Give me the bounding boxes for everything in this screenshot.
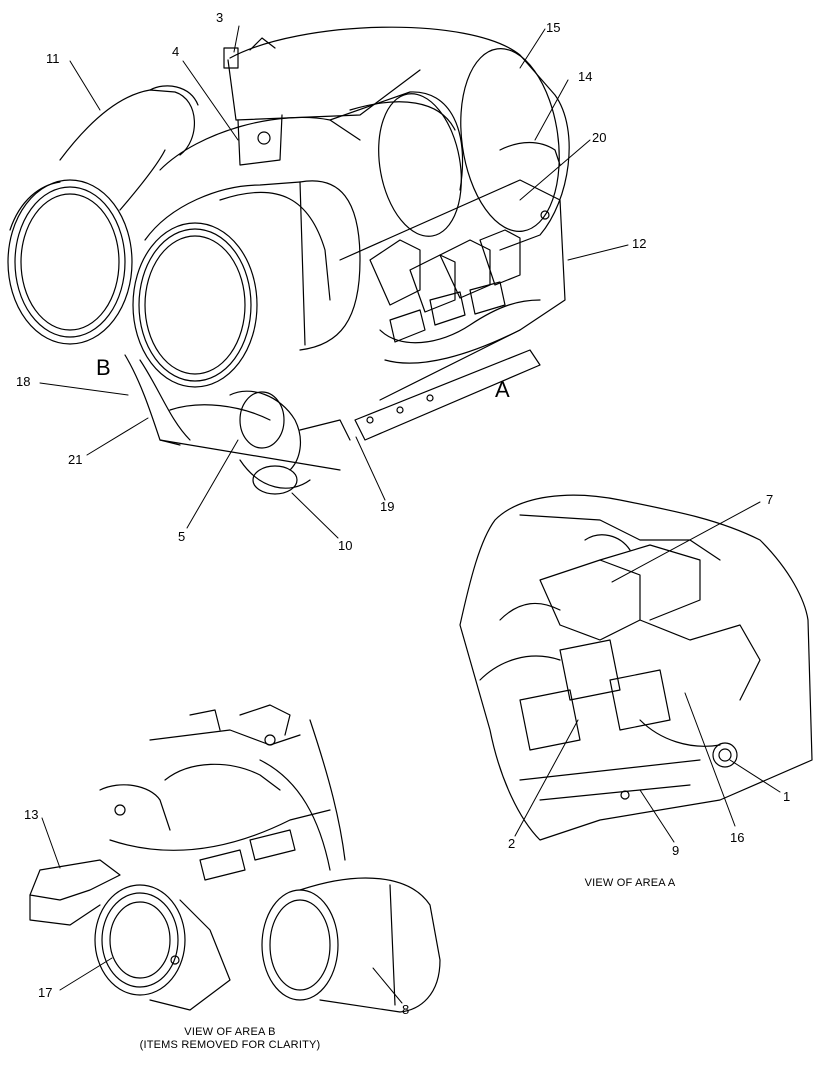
callout-3: 3 [216, 10, 224, 25]
area-a-marker: A [495, 377, 510, 402]
area-a-caption: VIEW OF AREA A [584, 877, 676, 889]
callout-5: 5 [178, 529, 186, 544]
callout-20: 20 [592, 130, 607, 145]
callout-4: 4 [172, 44, 180, 59]
callout-leader-lines [39, 25, 781, 1004]
callout-12: 12 [632, 236, 647, 251]
callout-2: 2 [508, 836, 516, 851]
callout-21: 21 [68, 452, 83, 467]
front-cylinder [132, 180, 361, 388]
callout-17: 17 [38, 985, 53, 1000]
callout-16: 16 [730, 830, 745, 845]
area-b-caption-line1: VIEW OF AREA B [184, 1026, 276, 1038]
area-b-detail-view [29, 704, 441, 1013]
callout-7: 7 [766, 492, 774, 507]
area-b-caption-line2: (ITEMS REMOVED FOR CLARITY) [139, 1038, 321, 1051]
area-b-caption: VIEW OF AREA B (ITEMS REMOVED FOR CLARIT… [100, 1026, 360, 1051]
callout-9: 9 [672, 843, 680, 858]
area-a-detail-view [459, 494, 813, 841]
rear-cylinder [223, 26, 570, 251]
callout-19: 19 [380, 499, 395, 514]
lower-pipework [124, 354, 351, 495]
callout-10: 10 [338, 538, 353, 553]
callout-18: 18 [16, 374, 31, 389]
callout-15: 15 [546, 20, 561, 35]
callout-13: 13 [24, 807, 39, 822]
main-assembly-view [7, 26, 570, 495]
callout-14: 14 [578, 69, 593, 84]
middle-cylinder [159, 91, 464, 237]
callout-11: 11 [46, 51, 60, 66]
callout-8: 8 [402, 1002, 410, 1017]
area-b-marker: B [96, 355, 111, 380]
callout-1: 1 [783, 789, 791, 804]
control-valve-cluster [339, 141, 566, 441]
left-exhaust-duct [7, 85, 199, 345]
